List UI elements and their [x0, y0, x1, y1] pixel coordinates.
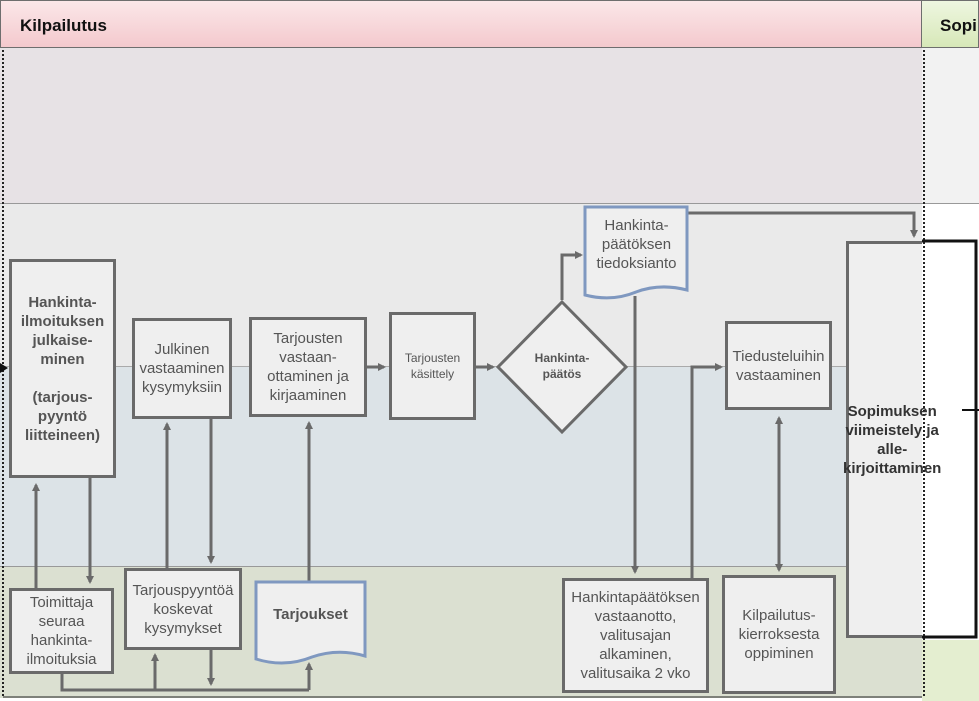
lane-header-label: Kilpailutus — [20, 16, 107, 35]
node-julkinen: Julkinen vastaaminen kysymyksiin — [132, 318, 232, 419]
document-shape-tarjoukset — [254, 580, 367, 665]
node-vastaanotto: Tarjousten vastaan- ottaminen ja kirjaam… — [249, 317, 367, 417]
node-oppiminen-label: Kilpailutus- kierroksesta oppiminen — [738, 607, 820, 662]
node-kysymykset-label: Tarjouspyyntöä koskevat kysymykset — [132, 581, 234, 637]
node-tarjoukset-label: Tarjoukset — [273, 606, 348, 623]
node-julkaiseminen: Hankinta- ilmoituksen julkaise- minen (t… — [9, 259, 116, 478]
node-sopimus: Sopimuksen viimeistely ja alle- kirjoitt… — [843, 241, 941, 638]
node-toimittaja-label: Toimittaja seuraa hankinta- ilmoituksia — [26, 594, 97, 668]
lane-header-label-right: Sopi — [940, 16, 977, 35]
node-paatos-label: Hankinta- päätös — [534, 351, 590, 381]
node-julkinen-label: Julkinen vastaaminen kysymyksiin — [139, 341, 225, 396]
node-paatoksen-vastaanotto: Hankintapäätöksen vastaanotto, valitusaj… — [562, 578, 709, 693]
node-tiedustelu-label: Tiedusteluihin vastaaminen — [732, 347, 825, 384]
node-toimittaja: Toimittaja seuraa hankinta- ilmoituksia — [9, 588, 114, 674]
node-kasittely: Tarjousten käsittely — [389, 312, 476, 420]
lane-right-white — [922, 203, 979, 701]
node-oppiminen: Kilpailutus- kierroksesta oppiminen — [722, 575, 836, 694]
document-shape-tiedoksianto — [583, 205, 689, 300]
node-tiedoksianto-label: Hankinta- päätöksen tiedoksianto — [596, 217, 677, 272]
lane-top-right — [922, 48, 979, 203]
node-sopimus-label: Sopimuksen viimeistely ja alle- kirjoitt… — [843, 402, 942, 477]
node-julkaiseminen-label: Hankinta- ilmoituksen julkaise- minen (t… — [20, 293, 105, 444]
lane-header-kilpailutus: Kilpailutus — [0, 0, 922, 48]
node-tiedustelu: Tiedusteluihin vastaaminen — [725, 321, 832, 410]
decision-diamond — [495, 299, 629, 435]
node-kasittely-label: Tarjousten käsittely — [404, 351, 461, 381]
lane-header-sopimus: Sopi — [922, 0, 979, 48]
lane-top — [0, 48, 922, 203]
node-paatoksen-vastaanotto-label: Hankintapäätöksen vastaanotto, valitusaj… — [571, 589, 700, 682]
node-kysymykset: Tarjouspyyntöä koskevat kysymykset — [124, 568, 242, 650]
node-vastaanotto-label: Tarjousten vastaan- ottaminen ja kirjaam… — [267, 330, 349, 404]
lane-right-bottom — [922, 640, 979, 701]
